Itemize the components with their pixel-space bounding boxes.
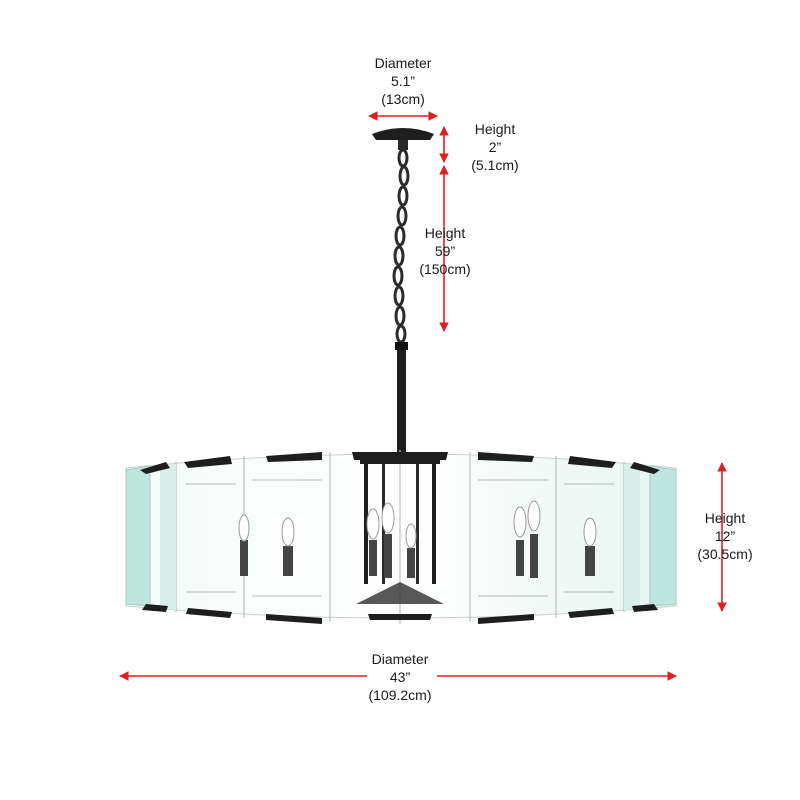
canopy-diameter-imperial: 5.1” [390, 73, 416, 89]
canopy-height-label: Height 2” (5.1cm) [455, 120, 535, 174]
canopy-height-metric: (5.1cm) [471, 157, 519, 173]
body-height-metric: (30.5cm) [697, 546, 753, 562]
candle-bulbs [238, 500, 597, 578]
body-diameter-imperial: 43” [389, 669, 411, 685]
chain-height-label: Height 59” (150cm) [405, 224, 485, 278]
canopy [372, 128, 434, 150]
chain [392, 148, 410, 344]
canopy-diameter-title: Diameter [374, 55, 432, 71]
body-diameter-label: Diameter 43” (109.2cm) [355, 650, 445, 704]
canopy-height-imperial: 2” [488, 139, 502, 155]
downrod [395, 342, 408, 460]
dimension-arrows [119, 111, 727, 681]
body-height-label: Height 12” (30.5cm) [685, 509, 765, 563]
chain-height-imperial: 59” [434, 243, 456, 259]
canopy-height-title: Height [474, 121, 516, 137]
canopy-diameter-metric: (13cm) [381, 91, 425, 107]
body-height-imperial: 12” [714, 528, 736, 544]
chain-height-metric: (150cm) [419, 261, 471, 277]
body-diameter-title: Diameter [371, 651, 429, 667]
body-height-title: Height [704, 510, 746, 526]
canopy-diameter-label: Diameter 5.1” (13cm) [358, 54, 448, 108]
chain-height-title: Height [424, 225, 466, 241]
glass-ring [125, 450, 677, 624]
body-diameter-metric: (109.2cm) [368, 687, 432, 703]
